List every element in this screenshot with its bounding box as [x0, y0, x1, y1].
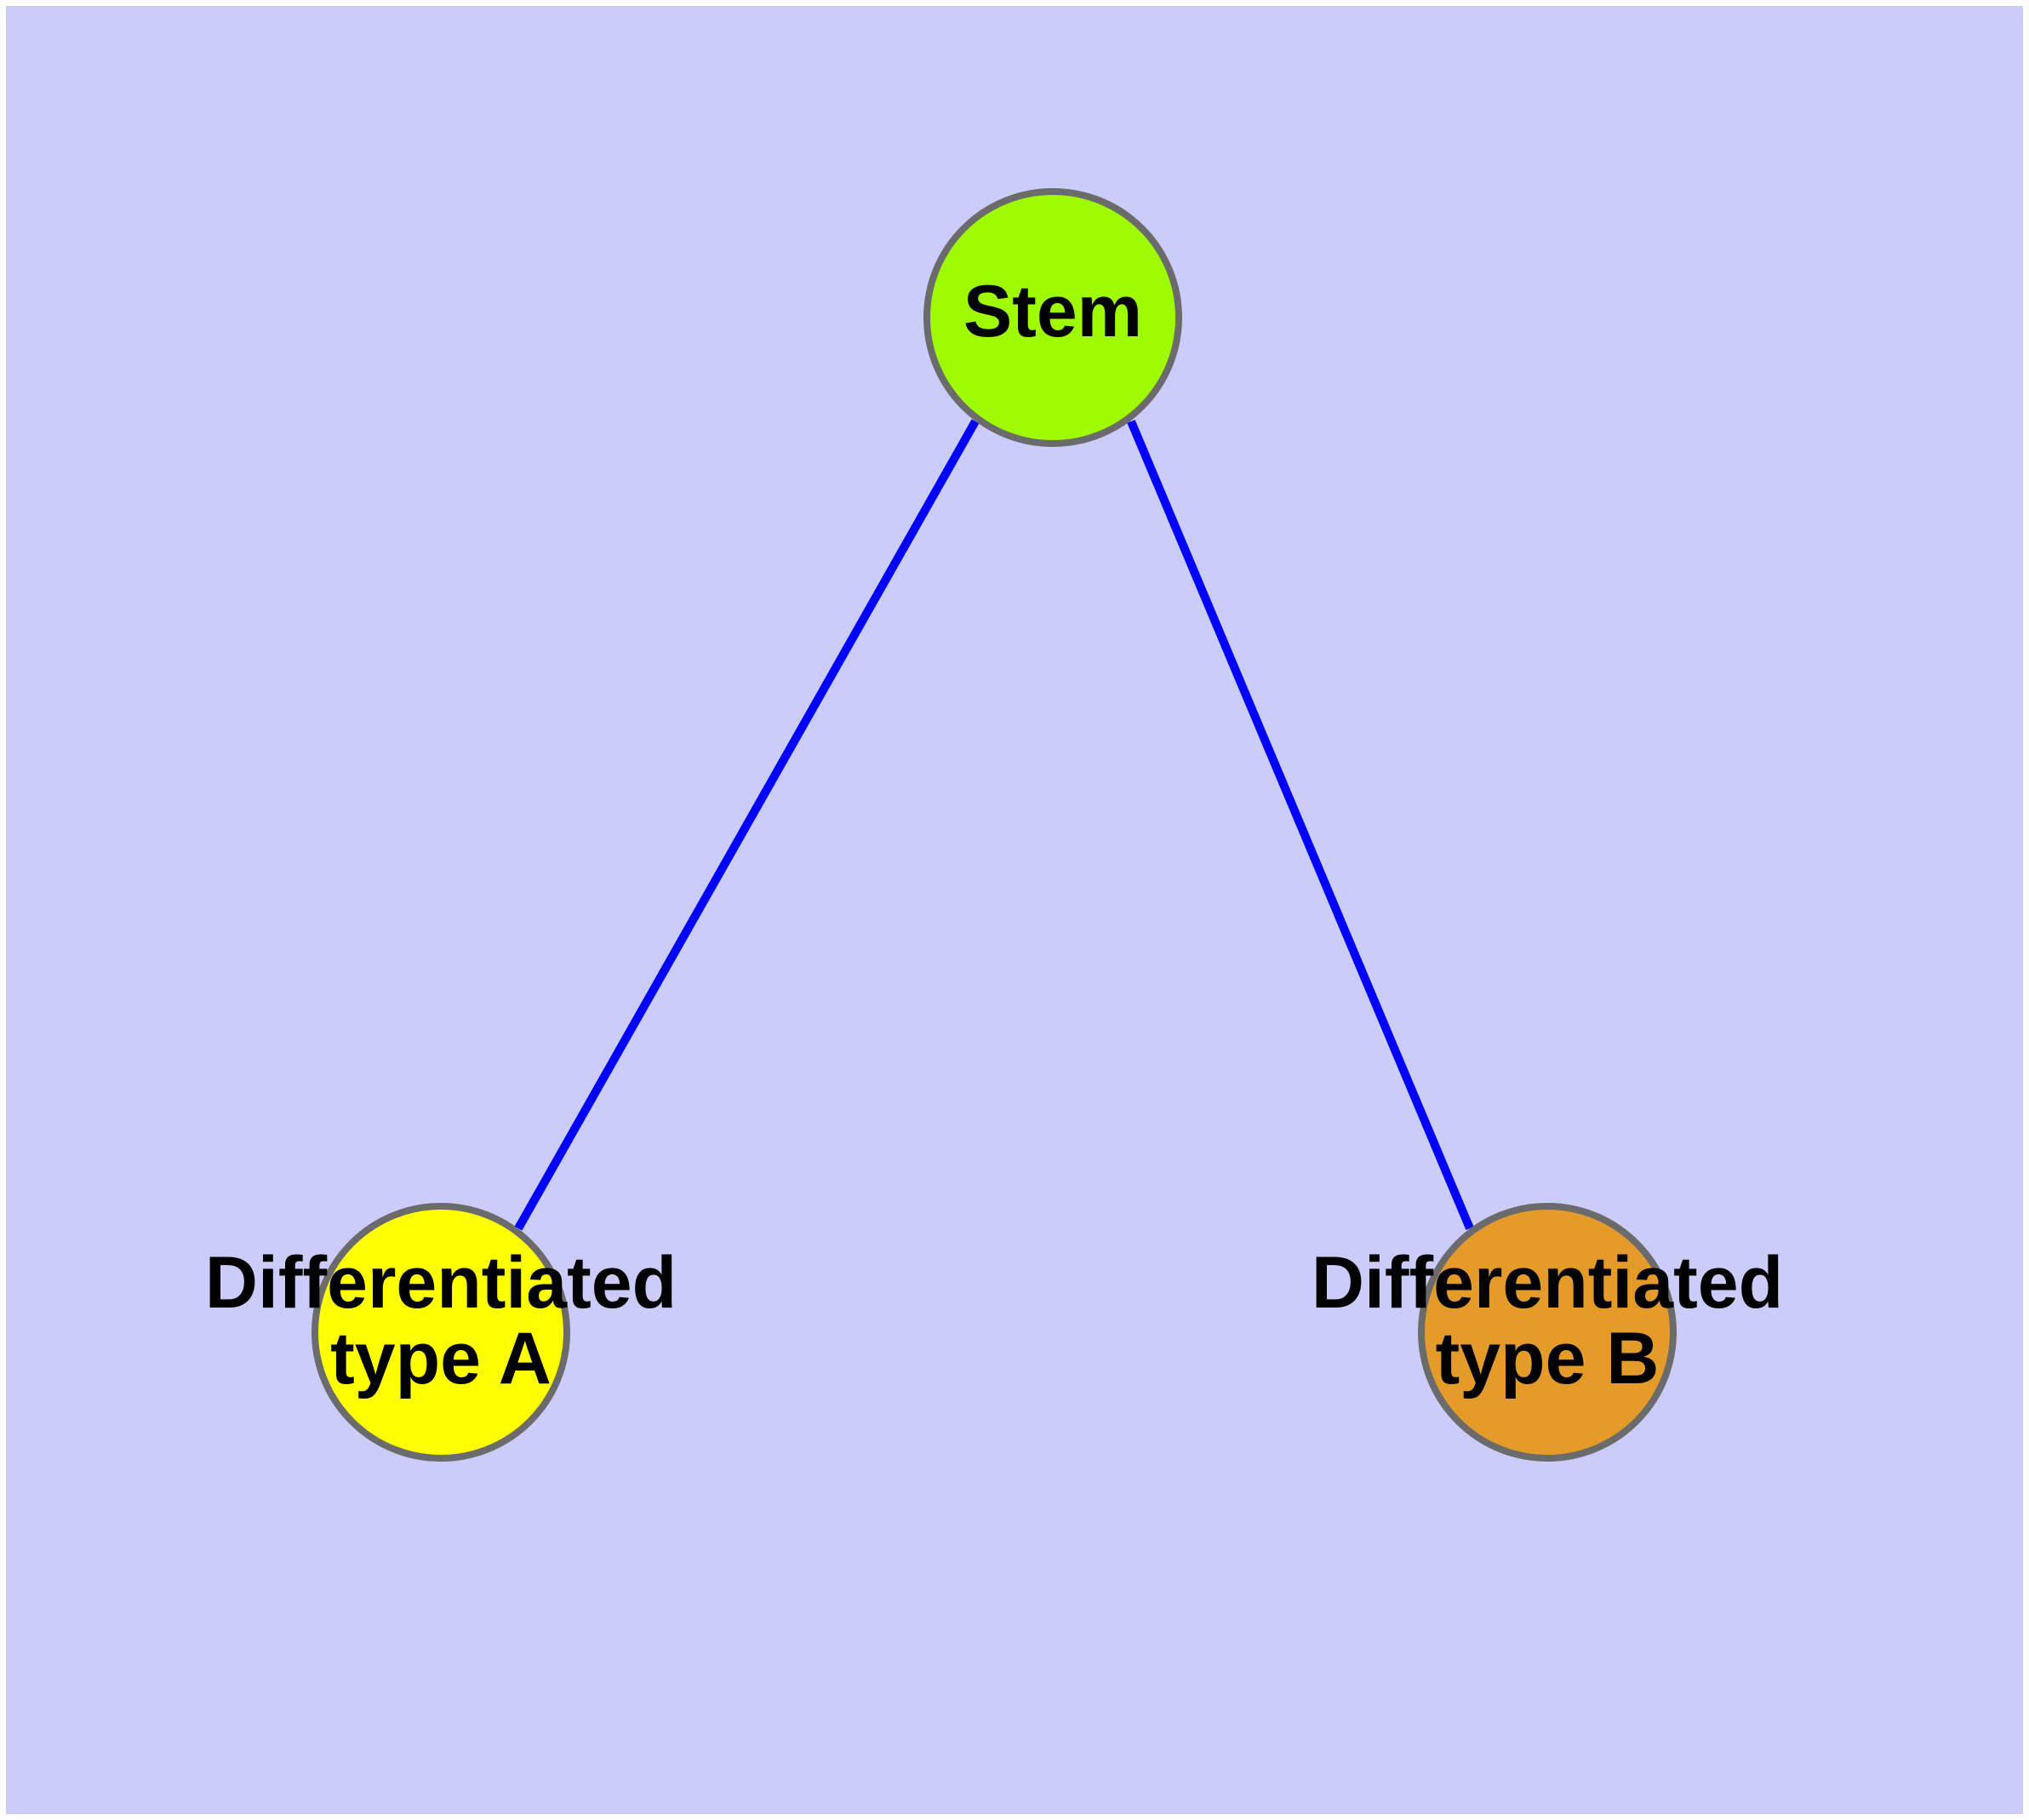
edge-stem-to-type-b	[1127, 420, 1474, 1230]
node-differentiated-type-b[interactable]	[1418, 1203, 1677, 1462]
edge-stem-to-type-a	[514, 419, 980, 1231]
node-layer	[311, 188, 1677, 1462]
edge-layer	[514, 419, 1474, 1231]
node-stem[interactable]	[923, 188, 1182, 447]
node-differentiated-type-a[interactable]	[311, 1203, 570, 1462]
